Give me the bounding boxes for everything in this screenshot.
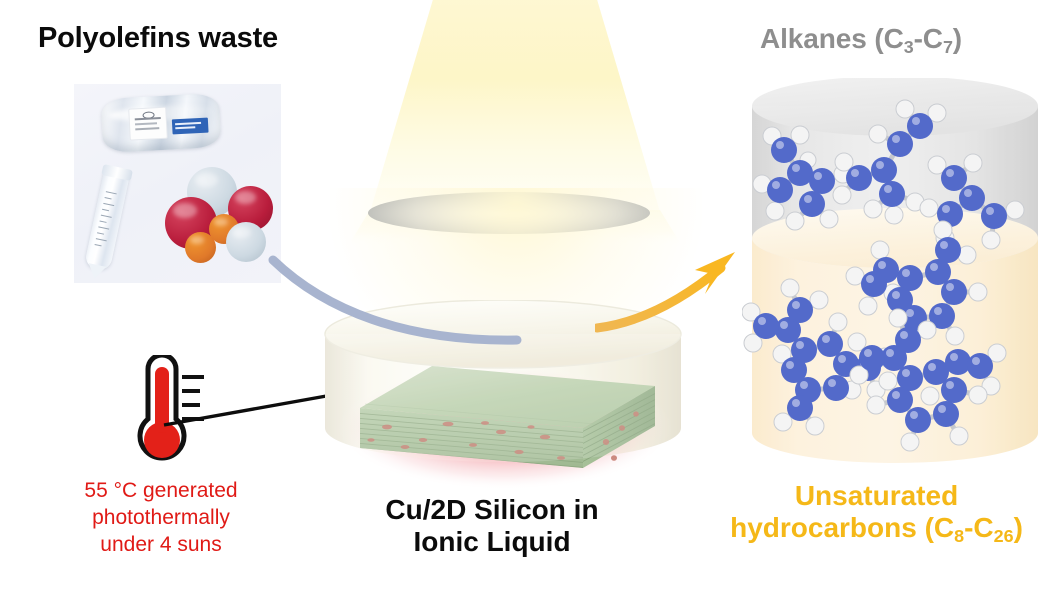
center-label-line-1: Cu/2D Silicon in [385, 494, 599, 525]
center-label-line-2: Ionic Liquid [413, 526, 571, 558]
sealed-plastic-bag [100, 92, 222, 154]
center-label: Cu/2D Silicon in Ionic Liquid [332, 494, 652, 559]
temperature-caption-line-2: photothermally [92, 505, 230, 529]
unsaturated-label-line-2: hydrocarbons (C8-C26) [690, 512, 1063, 547]
alkanes-title-mid: -C [913, 23, 943, 54]
unsaturated-label-line-1: Unsaturated [794, 480, 959, 511]
temperature-caption-line-3: under 4 suns [100, 532, 222, 556]
alkanes-subscript-7: 7 [942, 37, 953, 58]
product-cylinder [742, 78, 1038, 463]
product-arrow [595, 252, 735, 333]
unsaturated-label-text-c: ) [1013, 512, 1023, 544]
plastic-bag-label [128, 106, 168, 141]
unsaturated-subscript-26: 26 [993, 526, 1014, 547]
bottle-cap-orange-lower [185, 232, 216, 263]
feed-arrow [268, 255, 522, 345]
cu-particles [367, 411, 639, 461]
page-title-alkanes: Alkanes (C3-C7) [760, 24, 962, 57]
molecule-alkane-2 [832, 99, 947, 225]
unsaturated-label-text-a: hydrocarbons (C [730, 512, 955, 544]
plastic-bag-blue-sticker [171, 117, 209, 135]
molecule-cyclic-1 [845, 220, 988, 350]
page-title-polyolefins-waste: Polyolefins waste [38, 22, 278, 54]
alkanes-title-text: Alkanes (C [760, 23, 904, 54]
lamp-reflector [368, 192, 650, 234]
bottle-cap-lightblue-bottom [226, 222, 266, 262]
molecule-alkane-1 [752, 125, 853, 231]
temperature-caption-line-1: 55 °C generated [84, 479, 238, 502]
thermometer-body [137, 355, 187, 461]
vessel-glass-sheen [325, 334, 681, 462]
unsaturated-hydrocarbons-label: Unsaturated hydrocarbons (C8-C26) [690, 480, 1063, 547]
alkanes-title-end: ) [952, 23, 963, 54]
alkanes-subscript-3: 3 [903, 37, 914, 58]
cylinder-sheen [752, 106, 1038, 463]
centrifuge-tube [83, 168, 131, 272]
cu-2d-silicon-slab [360, 366, 655, 468]
unsaturated-subscript-8: 8 [954, 526, 965, 547]
reaction-vessel [324, 300, 682, 490]
slab-layer-lines [360, 412, 583, 468]
plastic-waste-photo [74, 84, 281, 283]
centrifuge-tube-graduations [93, 191, 117, 252]
unsaturated-label-text-b: -C [964, 512, 994, 544]
temperature-caption: 55 °C generated photothermally under 4 s… [35, 478, 287, 559]
molecule-cyclic-3 [847, 308, 1007, 452]
